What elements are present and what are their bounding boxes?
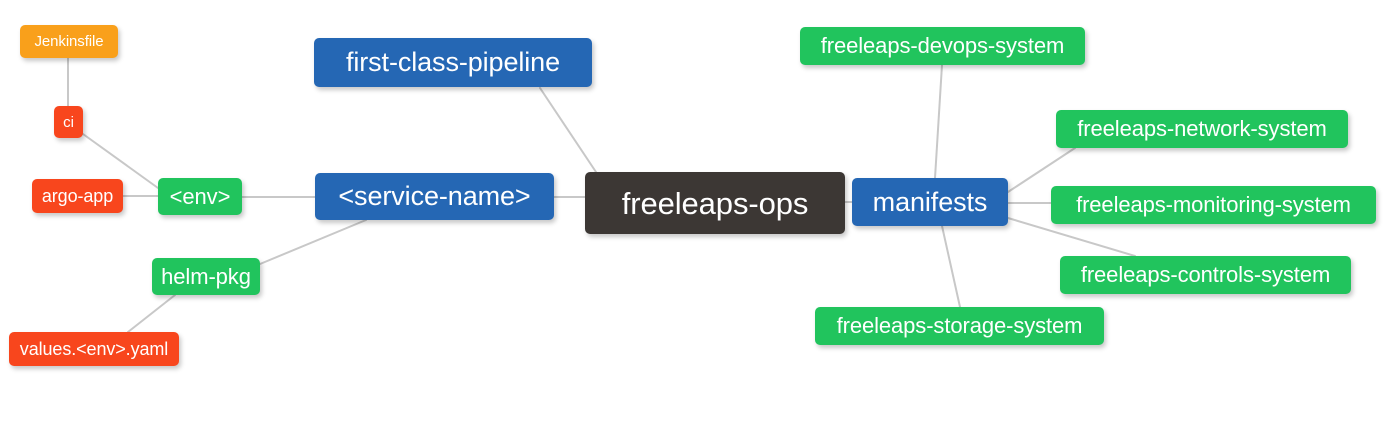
node-jenkinsfile[interactable]: Jenkinsfile xyxy=(20,25,118,58)
node-freeleaps-devops-system[interactable]: freeleaps-devops-system xyxy=(800,27,1085,65)
node-ci[interactable]: ci xyxy=(54,106,83,138)
node-label-jenkinsfile: Jenkinsfile xyxy=(34,33,104,50)
edge-ops-pipeline xyxy=(539,87,597,173)
node-freeleaps-controls-system[interactable]: freeleaps-controls-system xyxy=(1060,256,1351,294)
node-argo-app[interactable]: argo-app xyxy=(32,179,123,213)
node-freeleaps-network-system[interactable]: freeleaps-network-system xyxy=(1056,110,1348,148)
node-label-manifests: manifests xyxy=(872,186,988,217)
node-label-freeleaps-controls-system: freeleaps-controls-system xyxy=(1080,262,1331,287)
node-label-freeleaps-monitoring-system: freeleaps-monitoring-system xyxy=(1076,192,1351,217)
node-manifests[interactable]: manifests xyxy=(852,178,1008,226)
node-label-freeleaps-network-system: freeleaps-network-system xyxy=(1077,116,1327,141)
node-label-env: <env> xyxy=(169,183,231,209)
node-label-first-class-pipeline: first-class-pipeline xyxy=(345,47,561,77)
node-service-name[interactable]: <service-name> xyxy=(315,173,554,220)
edge-manifests-devops xyxy=(934,64,943,179)
node-label-ci: ci xyxy=(63,113,74,131)
node-label-values-env-yaml: values.<env>.yaml xyxy=(19,339,169,359)
node-label-argo-app: argo-app xyxy=(41,186,114,206)
node-env[interactable]: <env> xyxy=(158,178,242,215)
node-values-env-yaml[interactable]: values.<env>.yaml xyxy=(9,332,179,366)
node-freeleaps-ops[interactable]: freeleaps-ops xyxy=(585,172,845,234)
edge-helm-values xyxy=(127,294,176,333)
node-label-service-name: <service-name> xyxy=(338,181,531,211)
node-label-helm-pkg: helm-pkg xyxy=(161,263,251,289)
node-freeleaps-monitoring-system[interactable]: freeleaps-monitoring-system xyxy=(1051,186,1376,224)
node-helm-pkg[interactable]: helm-pkg xyxy=(152,258,260,295)
edge-manifests-storage xyxy=(941,225,961,308)
node-label-freeleaps-devops-system: freeleaps-devops-system xyxy=(820,33,1065,58)
node-label-freeleaps-ops: freeleaps-ops xyxy=(621,185,809,221)
node-label-freeleaps-storage-system: freeleaps-storage-system xyxy=(836,313,1083,338)
node-freeleaps-storage-system[interactable]: freeleaps-storage-system xyxy=(815,307,1104,345)
node-first-class-pipeline[interactable]: first-class-pipeline xyxy=(314,38,592,87)
edge-service-helm xyxy=(259,219,367,265)
